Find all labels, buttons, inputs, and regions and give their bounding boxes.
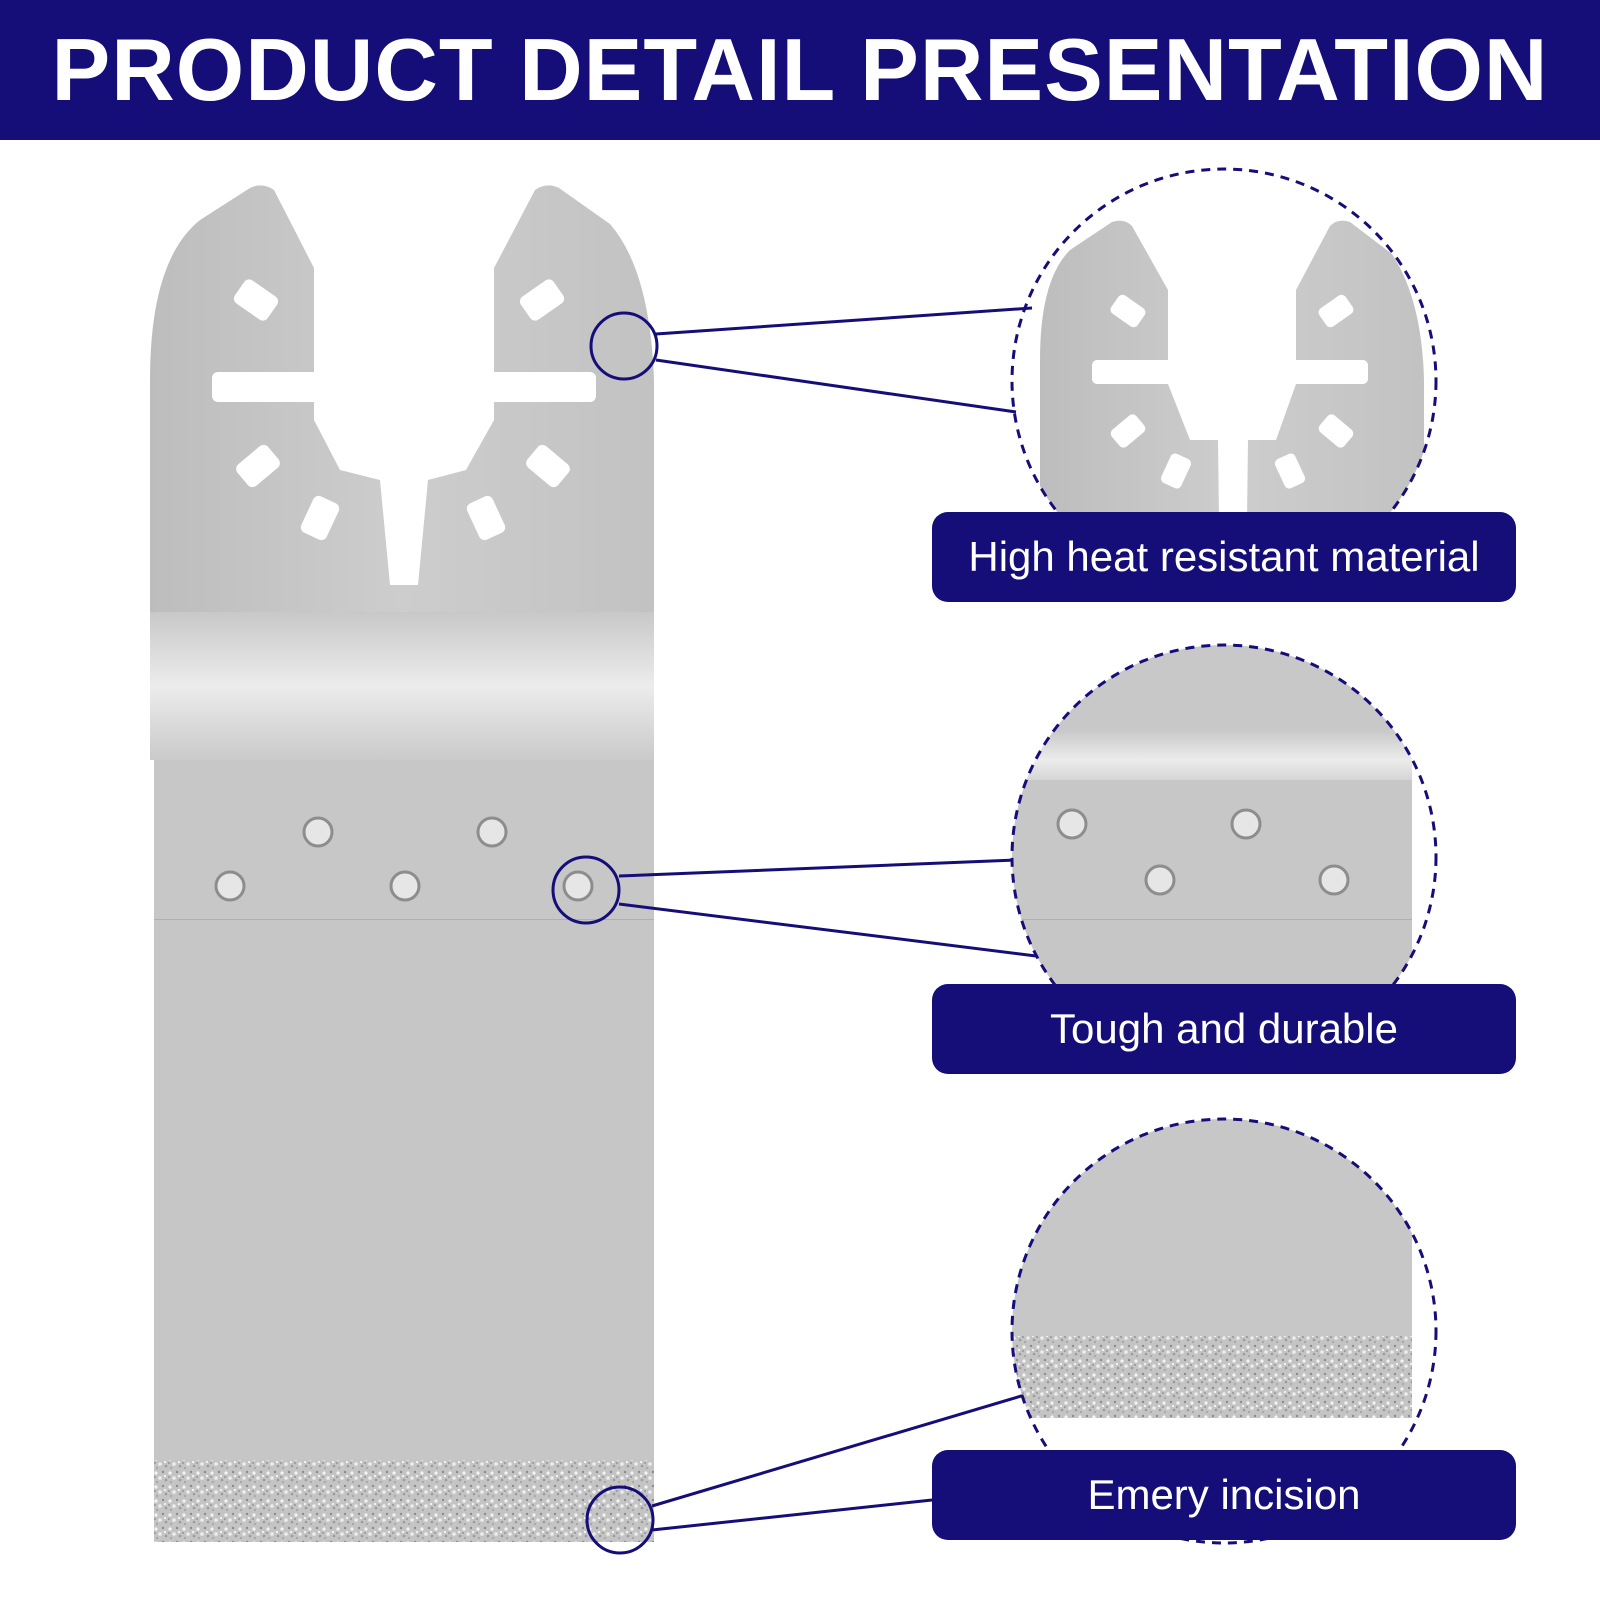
callout-origin-1 (589, 311, 659, 381)
blade-center-notch (314, 380, 494, 585)
callout-origin-2 (551, 855, 621, 925)
main-blade (150, 185, 654, 1542)
blade-body (154, 920, 654, 1460)
blade-slot (212, 372, 596, 402)
page-title: PRODUCT DETAIL PRESENTATION (51, 20, 1549, 119)
callout-origin-3 (585, 1485, 655, 1555)
blade-rivets (214, 816, 594, 902)
feature-label-box-emery: Emery incision (932, 1450, 1516, 1540)
feature-label-durable: Tough and durable (1050, 1005, 1398, 1052)
callout-heat-resistant (589, 167, 1438, 595)
blade-emery-edge (154, 1460, 654, 1542)
feature-label-emery: Emery incision (1087, 1471, 1361, 1518)
header-banner: PRODUCT DETAIL PRESENTATION (0, 0, 1600, 140)
blade-bend (150, 612, 654, 760)
feature-label-box-heat: High heat resistant material (932, 512, 1516, 602)
feature-label-box-durable: Tough and durable (932, 984, 1516, 1074)
blade-mount-holes (233, 279, 570, 541)
feature-label-heat: High heat resistant material (968, 533, 1480, 580)
